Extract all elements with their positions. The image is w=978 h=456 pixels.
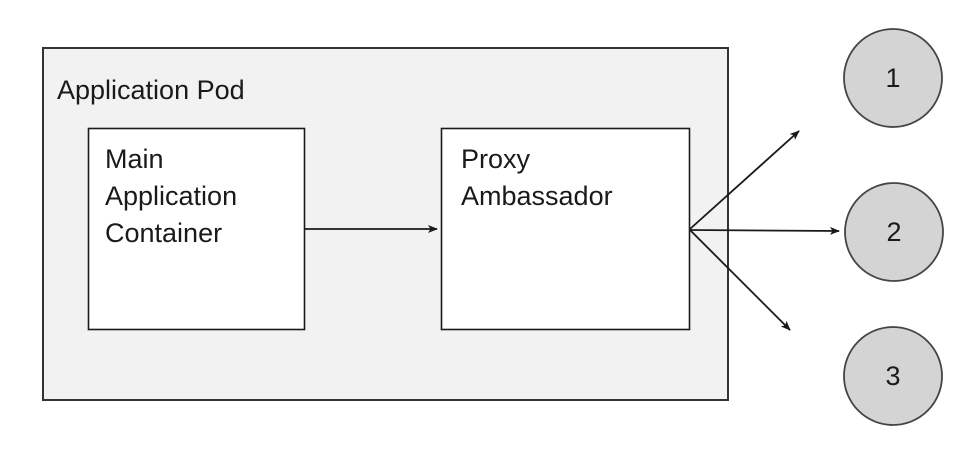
- endpoint-circle-3: [843, 326, 943, 426]
- connector-proxy-to-endpoint-1: [689, 130, 800, 230]
- connector-proxy-to-endpoint-2: [689, 226, 840, 235]
- main-application-container-box: [87, 127, 306, 331]
- connector-proxy-to-endpoint-3: [689, 229, 791, 331]
- endpoint-circle-2: [844, 182, 944, 282]
- proxy-ambassador-box: [440, 127, 691, 331]
- endpoint-circle-1: [843, 28, 943, 128]
